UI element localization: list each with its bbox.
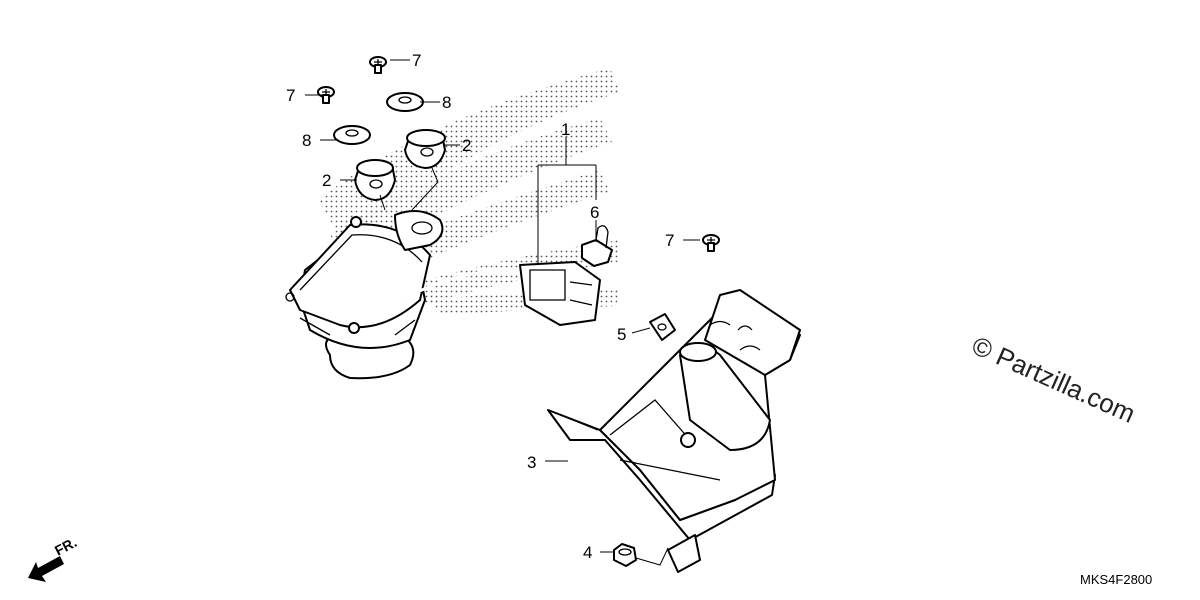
leader-lines [305,59,700,566]
callout-2-left: 2 [322,171,331,190]
callout-1: 1 [561,120,570,139]
callout-7-left: 7 [286,86,295,105]
callout-8-right: 8 [442,93,451,112]
abs-modulator-unit [285,210,444,380]
screw-top [369,56,387,74]
watermark: © Partzilla.com [968,330,1140,429]
flange-bolt [613,543,637,567]
callout-8-left: 8 [302,131,311,150]
washer-left [333,125,371,145]
callout-2-right: 2 [462,136,471,155]
grommet-left [354,159,396,201]
clip-nut [649,313,676,341]
callout-6: 6 [590,203,599,222]
front-direction-arrow-icon [28,556,64,582]
front-direction-label: FR. [52,534,79,559]
abs-cover-bracket [547,289,801,573]
callout-7-top: 7 [412,51,421,70]
callout-7-right: 7 [665,231,674,250]
screw-right [702,234,720,252]
grommet-right [404,129,446,169]
callout-3: 3 [527,453,536,472]
diagram-code: MKS4F2800 [1080,572,1152,587]
callout-5: 5 [617,325,626,344]
wire-harness [404,261,601,326]
washer-right [386,92,424,112]
callout-4: 4 [583,543,592,562]
screw-upper-left [317,86,335,104]
